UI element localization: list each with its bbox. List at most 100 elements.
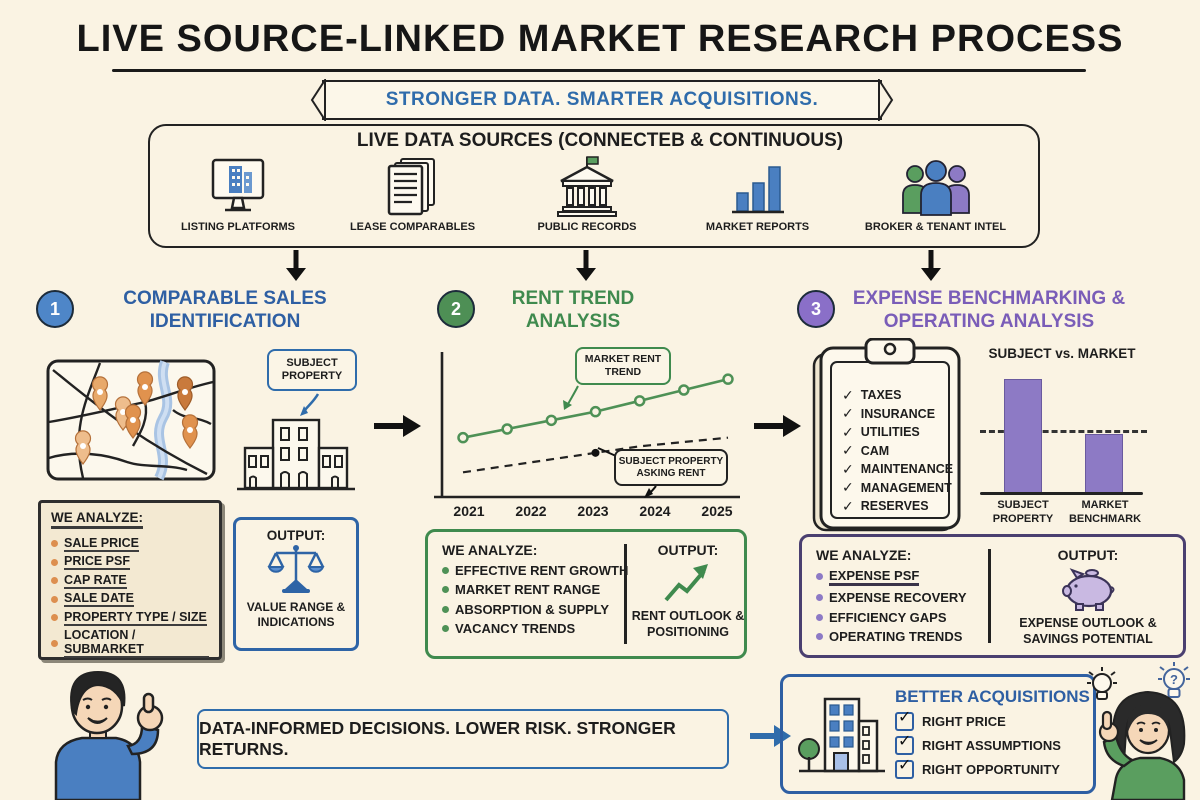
data-sources-title: LIVE DATA SOURCES (CONNECTEB & CONTINUOU… [356,130,844,151]
checklist-item: CAM [842,442,962,461]
man-thumbs-up-figure [54,670,164,800]
analyze-item: LOCATION / SUBMARKET [51,628,209,658]
ribbon-left-fold-icon [310,79,326,121]
better-item: RIGHT ASSUMPTIONS [895,731,1091,755]
checklist-item: RESERVES [842,497,962,516]
woman-pointing-figure [1098,690,1186,800]
step-1-output-box: OUTPUT: VALUE RANGE & INDICATIONS [233,517,359,651]
bar-label: SUBJECT PROPERTY [992,499,1054,525]
step-1-number: 1 [36,290,74,328]
checkbox-icon [895,755,914,779]
bar-label: MARKET BENCHMARK [1068,499,1142,525]
source-label: LISTING PLATFORMS [180,221,296,233]
output-heading: OUTPUT: [657,542,719,558]
source-label: MARKET REPORTS [705,221,810,233]
building-tree-icon [798,697,885,773]
step2-to-step3-arrow-icon [754,415,801,437]
down-arrow-icon [286,250,306,281]
checklist-item: UTILITIES [842,423,962,442]
analyze-item: SALE PRICE [51,536,209,552]
divider [624,544,627,644]
source-listing-platforms: LISTING PLATFORMS [168,155,308,234]
analyze-item: VACANCY TRENDS [442,621,744,636]
step-3-output: OUTPUT: EXPENSE OUTLOOK & SAVINGS POTENT… [992,537,1184,655]
comparison-title: SUBJECT vs. MARKET [988,346,1136,361]
step-3-number: 3 [797,290,835,328]
checklist-item: MAINTENANCE [842,460,962,479]
checkbox-icon [895,731,914,755]
benchmark-dashed-line [980,430,1147,433]
down-arrow-icon [576,250,596,281]
source-label: LEASE COMPARABLES [349,221,476,233]
checkbox-icon [895,707,914,731]
page-title: LIVE SOURCE-LINKED MARKET RESEARCH PROCE… [76,18,1124,60]
step1-to-step2-arrow-icon [374,415,421,437]
rent-trend-chart [434,352,740,499]
analyze-item: MARKET RENT RANGE [442,582,744,597]
step-2-analyze-box: WE ANALYZE: EFFECTIVE RENT GROWTH MARKET… [425,529,747,659]
banner-text: STRONGER DATA. SMARTER ACQUISITIONS. [385,89,819,110]
better-acquisitions-box: BETTER ACQUISITIONS RIGHT PRICE RIGHT AS… [780,674,1096,794]
source-label: BROKER & TENANT INTEL [864,221,1007,233]
down-arrow-icon [921,250,941,281]
callout-arrow-icon [300,393,320,416]
source-lease-comparables: LEASE COMPARABLES [340,155,485,234]
analyze-heading: WE ANALYZE: [51,510,144,529]
better-item: RIGHT OPPORTUNITY [895,755,1091,779]
divider [988,549,991,643]
subject-property-bar [1004,379,1042,493]
people-group-icon [858,155,1013,217]
better-acquisitions-title: BETTER ACQUISITIONS [895,687,1090,706]
chart-x-axis-years: 2021 2022 2023 2024 2025 [440,503,746,519]
source-label: PUBLIC RECORDS [537,221,637,233]
year-tick: 2025 [701,503,733,519]
x-axis-line [980,492,1143,495]
comparables-map [46,359,216,481]
source-broker-tenant-intel: BROKER & TENANT INTEL [858,155,1013,234]
step-3-analyze-box: WE ANALYZE: EXPENSE PSF EXPENSE RECOVERY… [799,534,1186,658]
subject-vs-market-chart [975,362,1150,495]
subject-property-callout: SUBJECT PROPERTY [267,349,357,391]
analyze-heading: WE ANALYZE: [442,542,538,558]
analyze-heading: WE ANALYZE: [816,547,912,563]
year-tick: 2021 [453,503,485,519]
documents-stack-icon [340,155,485,217]
checklist-item: INSURANCE [842,405,962,424]
data-sources-panel [148,124,1040,248]
source-public-records: PUBLIC RECORDS [512,155,662,234]
year-tick: 2023 [577,503,609,519]
market-rent-trend-label: MARKET RENT TREND [575,347,671,385]
analyze-item: EFFECTIVE RENT GROWTH [442,563,744,578]
svg-text:?: ? [1170,672,1178,687]
analyze-item: EFFICIENCY GAPS [816,610,1183,625]
year-tick: 2024 [639,503,671,519]
source-market-reports: MARKET REPORTS [685,155,830,234]
analyze-item: OPERATING TRENDS [816,629,1183,644]
piggy-bank-icon [1062,568,1115,611]
subject-building-icon [237,418,355,491]
step-3-title: EXPENSE BENCHMARKING & OPERATING ANALYSI… [852,288,1126,332]
output-heading: OUTPUT: [266,528,326,543]
title-underline [112,69,1086,72]
line-markers [457,373,734,444]
checklist-item: TAXES [842,386,962,405]
ribbon-right-fold-icon [878,79,894,121]
question-lightbulb-icon: ? [1158,662,1190,698]
banner-ribbon: STRONGER DATA. SMARTER ACQUISITIONS. [310,79,894,121]
balance-scales-icon [267,545,325,593]
bar-chart-icon [685,155,830,217]
step-1-title: COMPARABLE SALES IDENTIFICATION [123,288,327,332]
expense-checklist: TAXES INSURANCE UTILITIES CAM MAINTENANC… [842,386,962,516]
market-benchmark-bar [1085,434,1123,493]
analyze-item: PROPERTY TYPE / SIZE [51,610,209,626]
output-text: RENT OUTLOOK & POSITIONING [631,609,745,639]
step-2-number: 2 [437,290,475,328]
better-item: RIGHT PRICE [895,707,1091,731]
step-2-title: RENT TREND ANALYSIS [511,288,635,332]
output-heading: OUTPUT: [1057,547,1119,563]
monitor-building-icon [168,155,308,217]
growth-arrow-icon [664,564,708,602]
footer-message-box: DATA-INFORMED DECISIONS. LOWER RISK. STR… [197,709,729,769]
step-2-output: OUTPUT: RENT OUTLOOK & POSITIONING [628,532,748,656]
